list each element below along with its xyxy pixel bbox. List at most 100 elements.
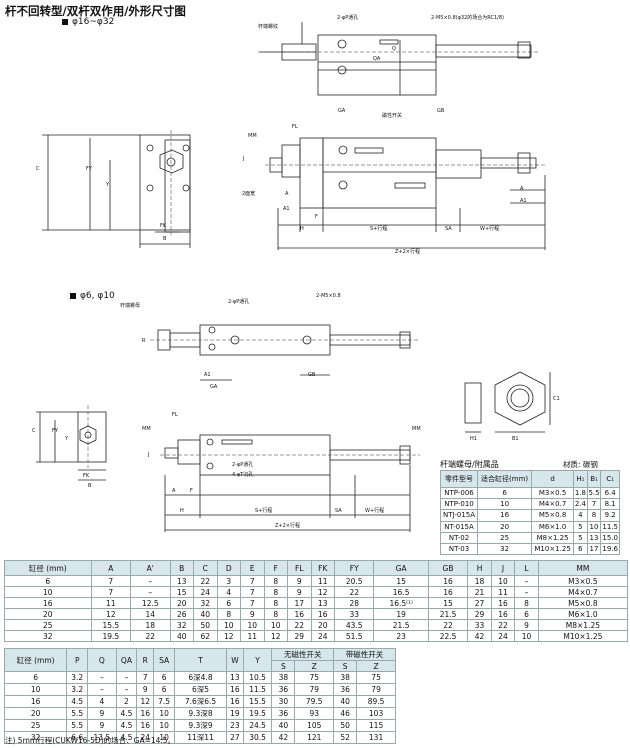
table-cell: 12 bbox=[263, 630, 288, 642]
label-z-2stroke: Z+2×行程 bbox=[395, 248, 420, 255]
label-fy-2: FY bbox=[52, 428, 59, 434]
table-cell: 16 bbox=[427, 575, 469, 587]
table-cell: – bbox=[115, 683, 138, 696]
table-cell: – bbox=[130, 586, 171, 598]
table-cell: 33 bbox=[467, 619, 492, 631]
table-cell: 10.5 bbox=[242, 671, 273, 684]
table-cell: 9 bbox=[136, 683, 155, 696]
table-cell: 16 bbox=[477, 509, 533, 522]
label-4t-counterbore: 4-φT沉孔 bbox=[232, 471, 253, 478]
header-cell: W bbox=[225, 648, 244, 672]
table-cell: 13.5 bbox=[87, 731, 117, 744]
table-cell: – bbox=[514, 586, 539, 598]
table-cell: 15.5 bbox=[90, 619, 132, 631]
table-cell: M4×0.7 bbox=[531, 498, 575, 511]
header-cell: Z bbox=[356, 660, 396, 672]
table-cell: 10 bbox=[263, 619, 288, 631]
table-cell: 22 bbox=[193, 575, 218, 587]
table-cell: 10 bbox=[586, 520, 602, 533]
table-cell: 32 bbox=[193, 597, 218, 609]
table-cell: 15.5 bbox=[242, 695, 273, 708]
table-cell: 22 bbox=[490, 619, 516, 631]
label-w-stroke-2: W+行程 bbox=[365, 507, 384, 514]
table-cell: 16 bbox=[310, 608, 335, 620]
section-heading-text: φ16~φ32 bbox=[72, 17, 115, 27]
table-cell: 7 bbox=[90, 575, 132, 587]
table-cell: M6×1.0 bbox=[537, 608, 629, 620]
label-y-2: Y bbox=[64, 436, 69, 442]
table-cell: 6 bbox=[477, 486, 533, 500]
table-cell: NT-03 bbox=[439, 542, 479, 556]
table-cell: 79 bbox=[294, 683, 335, 696]
table-cell: 62 bbox=[193, 630, 218, 642]
drawing2-side-view bbox=[164, 434, 411, 532]
table-cell: 15 bbox=[427, 597, 469, 609]
table-cell: 12 bbox=[216, 630, 241, 642]
label-f-2: F bbox=[190, 488, 193, 494]
table-cell: 1.8 bbox=[573, 486, 588, 500]
table-cell: NTP-006 bbox=[439, 486, 479, 500]
table-cell: 13 bbox=[586, 531, 602, 544]
table-cell: 11 bbox=[240, 630, 265, 642]
table-cell: 16.5 bbox=[373, 586, 429, 598]
header-cell: Y bbox=[242, 648, 273, 672]
table-cell: 8 bbox=[586, 509, 602, 522]
table-cell: 19 bbox=[373, 608, 429, 620]
label-b: B bbox=[163, 236, 167, 242]
table-cell: 7 bbox=[240, 586, 265, 598]
label-c-2: C bbox=[32, 428, 36, 434]
label-fl-2: FL bbox=[172, 412, 178, 418]
label-c1: C1 bbox=[553, 396, 560, 402]
table-cell: 5 bbox=[573, 531, 588, 544]
section-heading-text: φ6, φ10 bbox=[80, 291, 115, 301]
table-cell: 11深11 bbox=[174, 731, 227, 744]
table-cell: 3 bbox=[216, 575, 241, 587]
table-cell: 9 bbox=[87, 719, 117, 732]
table-cell: M5×0.8 bbox=[537, 597, 629, 609]
table-cell: 46 bbox=[333, 707, 358, 720]
table-cell: 7 bbox=[586, 498, 602, 511]
header-cell: A bbox=[90, 560, 132, 576]
table-cell: 10 bbox=[153, 707, 176, 720]
label-2p-through: 2-φP通孔 bbox=[337, 14, 358, 21]
table-cell: M10×1.25 bbox=[537, 630, 629, 642]
table-cell: – bbox=[87, 683, 117, 696]
header-cell: S bbox=[333, 660, 358, 672]
table-cell: 16 bbox=[490, 597, 516, 609]
table-cell: 8 bbox=[263, 586, 288, 598]
label-sa: SA bbox=[445, 226, 452, 232]
table-cell: 9.2 bbox=[600, 509, 620, 522]
table-cell: 19.5 bbox=[242, 707, 273, 720]
table-cell: 19 bbox=[225, 707, 244, 720]
table-cell: 12 bbox=[90, 608, 132, 620]
table-cell: 5 bbox=[573, 520, 588, 533]
header-cell: E bbox=[240, 560, 265, 576]
label-s-stroke: S+行程 bbox=[370, 225, 387, 232]
table-cell: 32 bbox=[4, 630, 92, 642]
table-cell: 5.5 bbox=[66, 719, 89, 732]
label-b1: B1 bbox=[512, 436, 519, 442]
table-cell: 7 bbox=[240, 575, 265, 587]
table-cell: 19.5 bbox=[90, 630, 132, 642]
table-cell: M5×0.8 bbox=[531, 509, 575, 522]
table-cell: 32 bbox=[477, 542, 533, 556]
table-cell: 20 bbox=[169, 597, 194, 609]
table-cell: 16 bbox=[225, 695, 244, 708]
section-heading-16-32: φ16~φ32 bbox=[62, 17, 114, 27]
label-fk: FK bbox=[160, 223, 167, 229]
header-cell: 缸径 (mm) bbox=[4, 560, 92, 576]
table-cell: 16 bbox=[136, 719, 155, 732]
label-j-2: J bbox=[147, 452, 149, 458]
header-cell: P bbox=[66, 648, 89, 672]
table-cell: 6 bbox=[153, 671, 176, 684]
table-cell: 3.2 bbox=[66, 683, 89, 696]
footnote: 注) 5mm行程(CUKW16-5D)的场合、GA=14.5。 bbox=[5, 736, 176, 745]
table-cell: 15 bbox=[169, 586, 194, 598]
table-cell: 6深4.8 bbox=[174, 671, 227, 684]
accessory-header-row: 零件型号 适合缸径(mm) d H₁ B₁ C₁ bbox=[439, 470, 620, 488]
table-cell: NTJ-015A bbox=[439, 509, 479, 522]
